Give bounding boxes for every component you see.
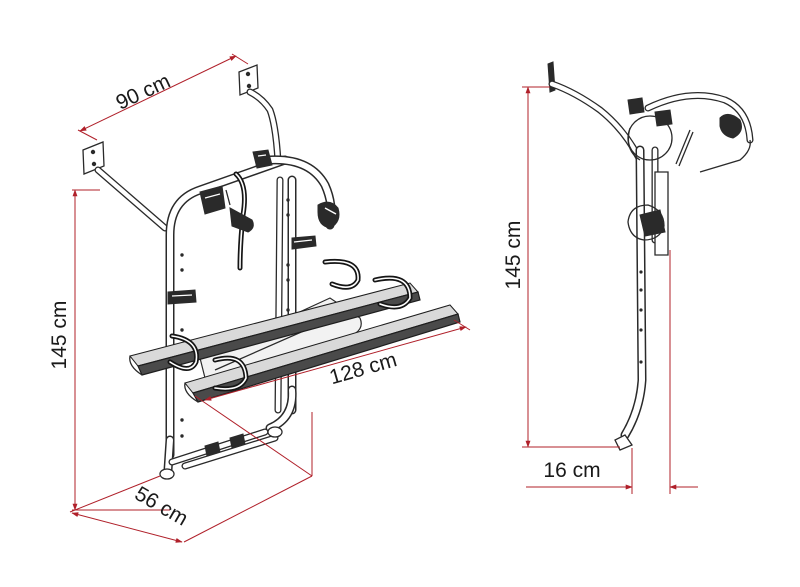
dimension-label-depth: 56 cm xyxy=(131,482,192,531)
dimension-label-width: 90 cm xyxy=(112,70,174,115)
dimension-width-top: 90 cm xyxy=(77,53,249,141)
dimension-label-height-side: 145 cm xyxy=(502,221,525,290)
frame-uprights xyxy=(165,155,297,460)
bike-holder-arm xyxy=(265,155,340,230)
dimension-label-height-front: 145 cm xyxy=(48,301,71,370)
dimension-label-offset: 16 cm xyxy=(543,459,600,482)
frame-clamp-top xyxy=(252,149,273,169)
upper-arm-right xyxy=(246,88,282,166)
side-view-rack xyxy=(547,61,754,451)
dimension-offset-side: 16 cm xyxy=(526,250,698,494)
upper-arm-left xyxy=(94,166,169,232)
lower-legs xyxy=(159,385,297,480)
dimension-height-front: 145 cm xyxy=(48,189,170,511)
upright-holes xyxy=(180,198,290,438)
front-view-rack xyxy=(82,64,461,480)
wall-plate-right xyxy=(238,64,259,96)
frame-clamp-mid xyxy=(167,235,317,305)
holder-strap xyxy=(199,171,254,271)
wall-plate-left xyxy=(82,141,105,175)
dimension-depth-bottom: 56 cm xyxy=(69,475,192,543)
dimension-height-side: 145 cm xyxy=(502,86,620,448)
